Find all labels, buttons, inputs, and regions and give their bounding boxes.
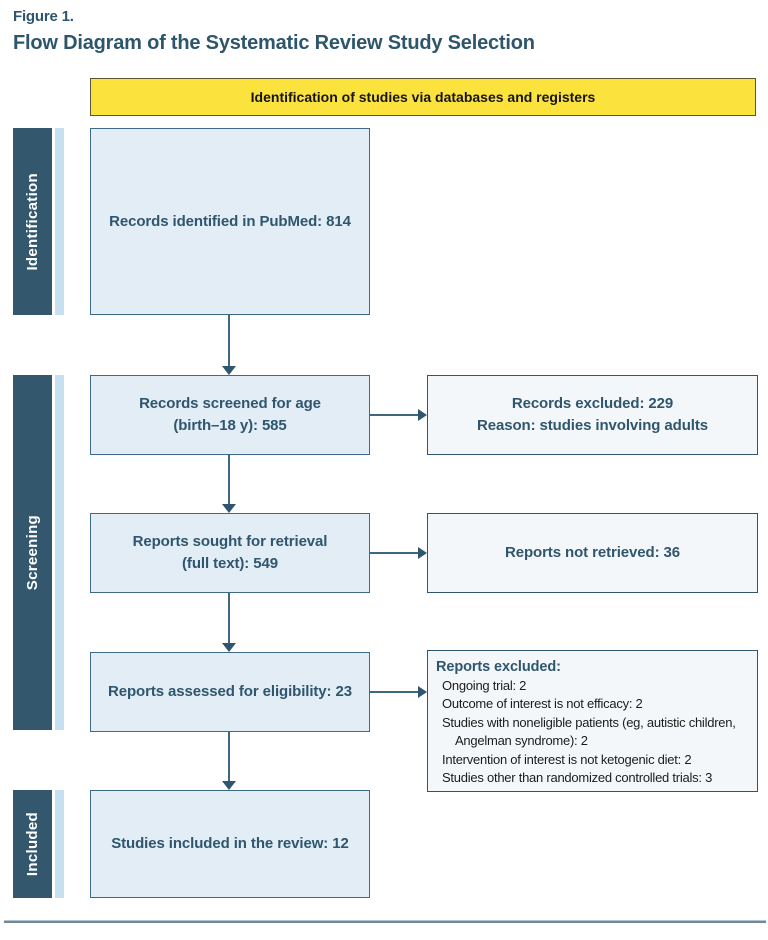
arrow-right-sought-to-not-retrieved: [370, 546, 427, 560]
box-records-identified: Records identified in PubMed: 814: [90, 128, 370, 315]
box-records-screened-line1: Records screened for age: [139, 395, 321, 413]
arrow-line: [228, 455, 230, 505]
box-reports-sought-line2: (full text): 549: [182, 555, 278, 572]
arrow-line: [370, 552, 420, 554]
arrow-line: [228, 593, 230, 644]
box-reports-not-retrieved: Reports not retrieved: 36: [427, 513, 758, 593]
box-reports-not-retrieved-text: Reports not retrieved: 36: [504, 544, 681, 562]
banner-text: Identification of studies via databases …: [250, 89, 596, 105]
excluded-reason-item: Studies other than randomized controlled…: [442, 770, 713, 786]
arrow-right-assessed-to-excluded: [370, 685, 427, 699]
arrow-line: [370, 691, 420, 693]
arrow-line: [228, 732, 230, 782]
arrow-head-right-icon: [418, 547, 427, 559]
box-reports-assessed-text: Reports assessed for eligibility: 23: [108, 683, 352, 701]
stage-label-included: Included: [24, 811, 41, 877]
box-records-screened: Records screened for age (birth–18 y): 5…: [90, 375, 370, 455]
box-studies-included: Studies included in the review: 12: [90, 790, 370, 898]
arrow-right-screened-to-excluded: [370, 408, 427, 422]
box-records-identified-text: Records identified in PubMed: 814: [109, 212, 351, 230]
excluded-reason-item: Ongoing trial: 2: [442, 678, 527, 693]
arrow-line: [370, 414, 420, 416]
box-reports-excluded: Reports excluded: Ongoing trial: 2 Outco…: [427, 650, 758, 792]
box-reports-sought-line1: Reports sought for retrieval: [132, 533, 328, 551]
arrow-head-down-icon: [222, 781, 236, 790]
stage-bar-screening: Screening: [13, 375, 52, 730]
stage-label-identification: Identification: [24, 172, 41, 271]
excluded-reason-item: Intervention of interest is not ketogeni…: [442, 751, 692, 767]
box-records-screened-line2: (birth–18 y): 585: [173, 417, 287, 434]
box-records-excluded-line2: Reason: studies involving adults: [476, 417, 708, 434]
arrow-head-down-icon: [222, 643, 236, 652]
box-reports-assessed: Reports assessed for eligibility: 23: [90, 652, 370, 732]
stage-bar-included: Included: [13, 790, 52, 898]
box-reports-sought: Reports sought for retrieval (full text)…: [90, 513, 370, 593]
stage-stripe-screening: [55, 375, 64, 730]
stage-stripe-identification: [55, 128, 64, 315]
arrow-down-screened-to-sought: [222, 455, 236, 513]
box-studies-included-text: Studies included in the review: 12: [111, 835, 349, 853]
stage-bar-identification: Identification: [13, 128, 52, 315]
figure-number-label: Figure 1.: [13, 8, 74, 25]
arrow-head-down-icon: [222, 504, 236, 513]
figure-title: Flow Diagram of the Systematic Review St…: [13, 32, 535, 54]
arrow-down-sought-to-assessed: [222, 593, 236, 652]
box-reports-excluded-header: Reports excluded:: [436, 659, 561, 675]
arrow-line: [228, 315, 230, 367]
arrow-head-down-icon: [222, 366, 236, 375]
stage-label-screening: Screening: [24, 514, 41, 591]
arrow-head-right-icon: [418, 409, 427, 421]
arrow-head-right-icon: [418, 686, 427, 698]
box-records-excluded-line1: Records excluded: 229: [511, 395, 674, 413]
arrow-down-identified-to-screened: [222, 315, 236, 375]
excluded-reason-item: Outcome of interest is not efficacy: 2: [442, 696, 643, 712]
arrow-down-assessed-to-included: [222, 732, 236, 790]
banner-identification-databases: Identification of studies via databases …: [90, 78, 756, 116]
bottom-divider: [4, 920, 766, 923]
stage-stripe-included: [55, 790, 64, 898]
excluded-reason-item: Studies with noneligible patients (eg, a…: [442, 714, 736, 749]
box-records-excluded: Records excluded: 229 Reason: studies in…: [427, 375, 758, 455]
